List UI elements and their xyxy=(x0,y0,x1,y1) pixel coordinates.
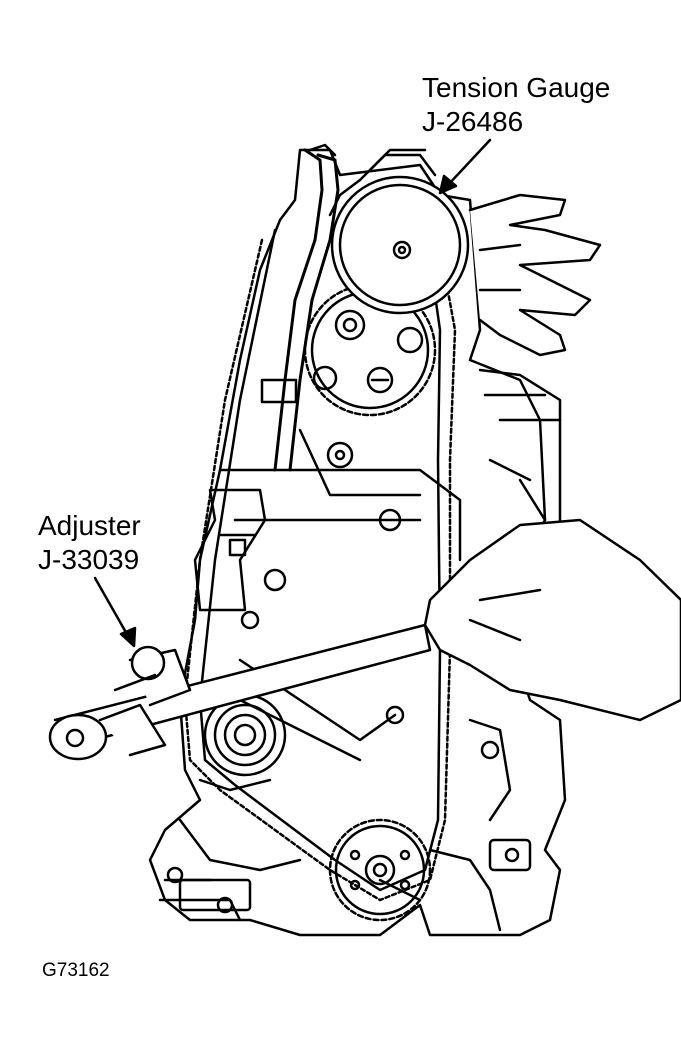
timing-belt-edge xyxy=(198,223,442,892)
hand-lower xyxy=(423,518,681,722)
adjuster-name: Adjuster xyxy=(38,510,141,541)
adjuster-tool xyxy=(48,488,432,761)
tension-gauge-leader xyxy=(438,138,492,195)
crankshaft-sprocket xyxy=(328,818,432,922)
tension-gauge-part-number: J-26486 xyxy=(422,106,524,137)
hand-upper xyxy=(468,193,602,357)
adjuster-leader xyxy=(93,576,137,648)
tension-gauge-name: Tension Gauge xyxy=(422,72,611,103)
tension-gauge-tool xyxy=(260,143,470,472)
adjuster-part-number: J-33039 xyxy=(38,544,140,575)
figure-code: G73162 xyxy=(42,960,110,981)
